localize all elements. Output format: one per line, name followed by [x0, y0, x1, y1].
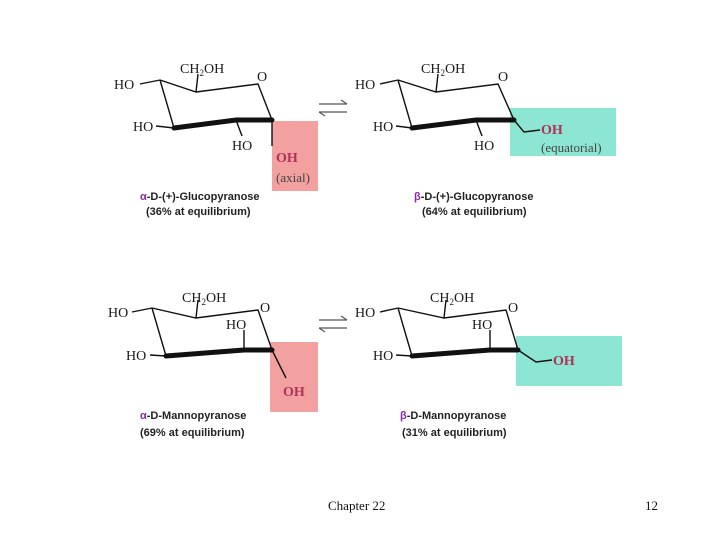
- ring-oxygen-label: O: [498, 70, 508, 85]
- alpha-mannose-name: α-D-Mannopyranose: [140, 410, 246, 422]
- ring-back-bonds: [151, 307, 273, 351]
- equatorial-oh-label: OH: [541, 123, 563, 138]
- ring-left-bond: [397, 79, 413, 129]
- bond-ho-bottom: [475, 119, 483, 137]
- ho-top-label: HO: [355, 306, 375, 321]
- ring-oxygen-label: O: [508, 301, 518, 316]
- axial-note: (axial): [276, 170, 310, 185]
- ring-oxygen-label: O: [260, 301, 270, 316]
- equilibrium-arrows-top: [318, 99, 348, 117]
- axial-highlight-box: [270, 342, 318, 412]
- alpha-mannose-equilibrium: (69% at equilibrium): [140, 427, 245, 439]
- bond-ho-mid: [395, 125, 413, 129]
- bond-ch2oh: [195, 299, 199, 319]
- ring-left-bond: [159, 79, 175, 129]
- ho-mid-label: HO: [126, 349, 146, 364]
- bond-equatorial-oh: [517, 349, 553, 363]
- axial-highlight-box: [272, 121, 318, 191]
- ho-bottom-label: HO: [232, 139, 252, 154]
- beta-mannose-structure: HO CH2OH O HO HO OH: [355, 291, 622, 386]
- ho-bottom-label: HO: [474, 139, 494, 154]
- bond-ho-top: [379, 307, 399, 313]
- reverse-arrow: [318, 111, 347, 117]
- bond-ho-bottom: [235, 119, 243, 137]
- equatorial-note: (equatorial): [541, 140, 602, 155]
- ho-top-label: HO: [355, 78, 375, 93]
- ch2oh-label: CH2OH: [182, 291, 226, 307]
- ho-up-label: HO: [226, 318, 246, 333]
- beta-glucose-structure: HO CH2OH O HO HO OH (equatorial): [355, 62, 616, 156]
- bond-ho-mid: [155, 125, 175, 129]
- forward-arrow: [319, 99, 348, 105]
- ring-front-bonds: [163, 347, 275, 359]
- ring-front-bonds: [171, 117, 275, 131]
- bond-ho-top: [131, 307, 153, 313]
- ring-left-bond: [151, 307, 167, 357]
- ring-oxygen-label: O: [257, 70, 267, 85]
- beta-glucose-name: β-D-(+)-Glucopyranose: [414, 191, 533, 203]
- axial-oh-label: OH: [276, 151, 298, 166]
- forward-arrow: [319, 315, 348, 321]
- ch2oh-label: CH2OH: [430, 291, 474, 307]
- equatorial-oh-label: OH: [553, 354, 575, 369]
- bond-ho-top: [139, 79, 161, 85]
- reverse-arrow: [318, 327, 347, 333]
- ring-back-bonds: [397, 79, 515, 121]
- ch2oh-label: CH2OH: [180, 62, 224, 78]
- beta-mannose-equilibrium: (31% at equilibrium): [402, 427, 507, 439]
- ho-top-label: HO: [114, 78, 134, 93]
- ho-top-label: HO: [108, 306, 128, 321]
- equilibrium-arrows-bottom: [318, 315, 348, 333]
- alpha-mannose-structure: HO CH2OH O HO HO OH: [108, 291, 318, 412]
- ho-up-label: HO: [472, 318, 492, 333]
- ring-front-bonds: [409, 347, 521, 359]
- alpha-glucose-name: α-D-(+)-Glucopyranose: [140, 191, 260, 203]
- beta-mannose-name: β-D-Mannopyranose: [400, 410, 506, 422]
- ho-mid-label: HO: [373, 120, 393, 135]
- ho-mid-label: HO: [373, 349, 393, 364]
- bond-equatorial-oh: [513, 119, 541, 133]
- ring-back-bonds: [397, 307, 519, 351]
- ch2oh-label: CH2OH: [421, 62, 465, 78]
- bond-ch2oh: [435, 73, 439, 93]
- ring-back-bonds: [159, 79, 273, 121]
- chapter-label: Chapter 22: [328, 498, 385, 513]
- alpha-glucose-structure: HO CH2OH O HO HO OH (axial): [114, 62, 318, 191]
- bond-ch2oh: [443, 299, 447, 319]
- ho-mid-label: HO: [133, 120, 153, 135]
- bond-ho-top: [379, 79, 399, 85]
- bond-ho-mid: [395, 354, 413, 357]
- bond-axial-oh: [271, 349, 287, 379]
- bond-ho-mid: [149, 354, 167, 357]
- ring-left-bond: [397, 307, 413, 357]
- ring-front-bonds: [409, 117, 517, 131]
- alpha-glucose-equilibrium: (36% at equilibrium): [146, 206, 251, 218]
- page-number: 12: [645, 498, 658, 513]
- beta-glucose-equilibrium: (64% at equilibrium): [422, 206, 527, 218]
- bond-ch2oh: [195, 73, 199, 93]
- axial-oh-label: OH: [283, 385, 305, 400]
